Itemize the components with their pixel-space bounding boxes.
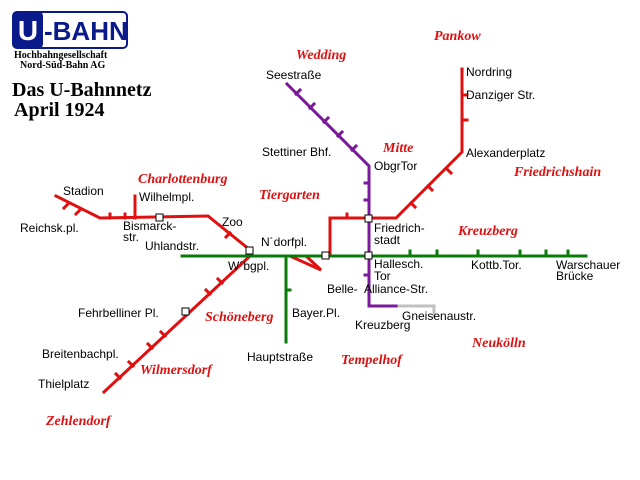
district-zehlendorf: Zehlendorf (46, 414, 111, 429)
station-zoo[interactable]: Zoo (222, 215, 243, 229)
station-kreuzberg[interactable]: Kreuzberg (355, 318, 411, 332)
station-stadion[interactable]: Stadion (63, 184, 104, 198)
station-friedrichstadt-line1[interactable]: Friedrich- (374, 221, 425, 235)
district-kreuzberg: Kreuzberg (458, 224, 518, 239)
station-friedrichstadt-line2[interactable]: stadt (374, 233, 401, 247)
station-oranienburger-tor[interactable]: ObgrTor (374, 159, 418, 173)
map-date: April 1924 (14, 99, 105, 121)
company-line-1: Hochbahngesellschaft (14, 50, 108, 61)
district-tempelhof: Tempelhof (341, 353, 402, 368)
station-warschauer-bruecke-line1[interactable]: Warschauer (556, 258, 621, 272)
station-fehrbelliner-platz[interactable]: Fehrbelliner Pl. (78, 306, 159, 320)
station-wilhelmplatz[interactable]: Wilhelmpl. (139, 190, 195, 204)
company-line-2: Nord-Süd-Bahn AG (20, 60, 106, 71)
red-line-ticks (61, 93, 469, 381)
district-schoeneberg: Schöneberg (205, 310, 274, 325)
interchange-fehrbelliner[interactable] (181, 307, 190, 316)
station-hallesches-tor-line1[interactable]: Hallesch. (374, 257, 424, 271)
station-belle-alliance-str[interactable]: Alliance-Str. (364, 282, 429, 296)
purple-line (284, 81, 398, 308)
purple-line-ticks (293, 87, 371, 277)
station-danziger-str[interactable]: Danziger Str. (466, 88, 536, 102)
district-tiergarten: Tiergarten (259, 188, 320, 203)
station-uhlandstr[interactable]: Uhlandstr. (145, 239, 200, 253)
u-bahn-logo: U -BAHN (12, 11, 128, 49)
station-warschauer-bruecke-line2[interactable]: Brücke (556, 269, 594, 283)
station-nollendorfplatz[interactable]: N´dorfpl. (261, 235, 308, 249)
station-reichskanzlerplatz[interactable]: Reichsk.pl. (20, 221, 79, 235)
interchange-nollendorfplatz[interactable] (321, 251, 330, 260)
interchange-wilhelmplatz[interactable] (155, 213, 164, 222)
district-mitte: Mitte (383, 141, 414, 156)
station-hauptstrasse[interactable]: Hauptstraße (247, 350, 314, 364)
red-line-north (53, 67, 464, 272)
station-seestrasse[interactable]: Seestraße (266, 68, 322, 82)
station-stettiner-bhf[interactable]: Stettiner Bhf. (262, 145, 332, 159)
station-bayerischer-platz[interactable]: Bayer.Pl. (292, 306, 341, 320)
station-hallesches-tor-line2[interactable]: Tor (374, 269, 391, 283)
district-friedrichshain: Friedrichshain (514, 165, 602, 180)
station-breitenbachplatz[interactable]: Breitenbachpl. (42, 347, 119, 361)
station-wittenbergplatz[interactable]: W´bgpl. (228, 259, 270, 273)
station-gneisenaustr[interactable]: Gneisenaustr. (402, 309, 477, 323)
red-line-southwest (101, 253, 253, 395)
green-line-ticks (284, 249, 570, 292)
district-wedding: Wedding (296, 48, 347, 63)
station-bismarckstr-line2[interactable]: str. (123, 230, 140, 244)
map-title: Das U-Bahnnetz (12, 79, 152, 101)
station-alexanderplatz[interactable]: Alexanderplatz (466, 146, 546, 160)
interchange-wittenbergplatz[interactable] (245, 246, 254, 255)
district-wilmersdorf: Wilmersdorf (140, 363, 212, 378)
station-belle-alliance-prefix[interactable]: Belle- (327, 282, 358, 296)
gray-connector-gneisenau (394, 304, 436, 318)
district-neukoelln: Neukölln (472, 336, 526, 351)
district-charlottenburg: Charlottenburg (138, 172, 228, 187)
interchange-friedrichstadt[interactable] (364, 214, 373, 223)
district-pankow: Pankow (434, 29, 481, 44)
svg-text:U: U (18, 15, 38, 46)
station-nordring[interactable]: Nordring (466, 65, 513, 79)
interchange-hallesches-tor[interactable] (364, 251, 373, 260)
station-kottbusser-tor[interactable]: Kottb.Tor. (471, 258, 522, 272)
station-thielplatz[interactable]: Thielplatz (38, 377, 90, 391)
svg-text:-BAHN: -BAHN (44, 16, 128, 46)
station-bismarckstr-line1[interactable]: Bismarck- (123, 219, 177, 233)
